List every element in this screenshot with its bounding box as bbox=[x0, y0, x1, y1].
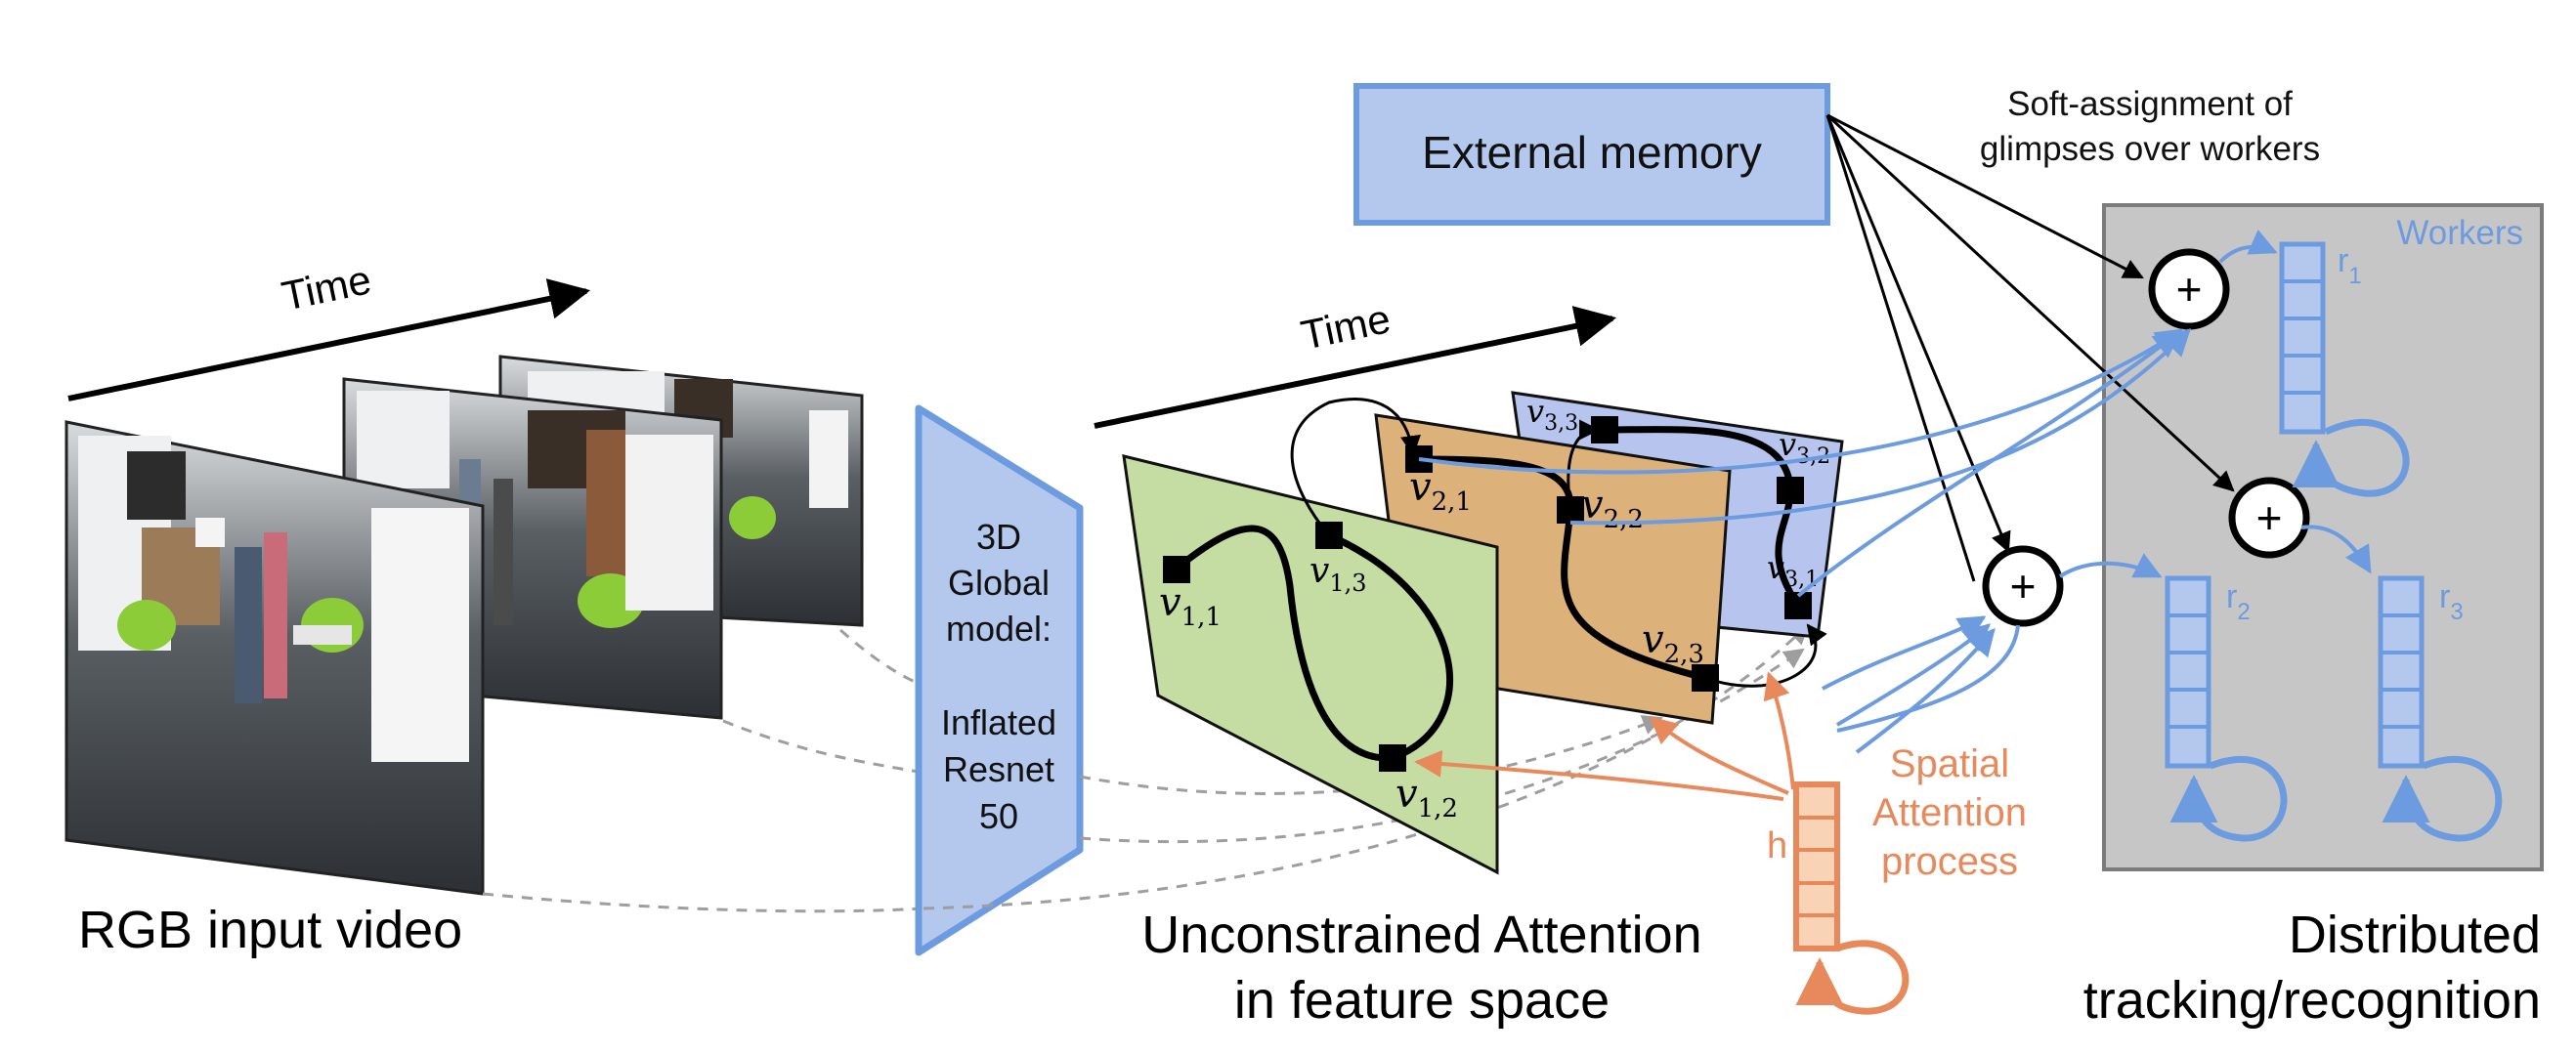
sum-to-worker-arrows bbox=[2058, 229, 2372, 578]
time-arrow-mid bbox=[1094, 306, 1617, 429]
global-model-text: 3D Global model: Inflated Resnet 50 bbox=[941, 517, 1056, 836]
hidden-state-vector bbox=[1793, 781, 1910, 1015]
spatial-label-line-2: Attention bbox=[1872, 791, 2027, 834]
glimpse-v12 bbox=[1379, 744, 1406, 772]
label-v31: v3,1 bbox=[1767, 549, 1819, 592]
time-label-left: Time bbox=[278, 256, 374, 319]
soft-assignment-line-1: Soft-assignment of bbox=[2007, 85, 2293, 123]
worker-r1-label: r1 bbox=[2338, 242, 2362, 289]
soft-assignment-line-2: glimpses over workers bbox=[1980, 130, 2320, 168]
global-model-line-3: model: bbox=[946, 609, 1052, 649]
glimpse-v33 bbox=[1591, 416, 1618, 443]
glimpse-v22 bbox=[1557, 496, 1584, 524]
global-model-line-7: 50 bbox=[979, 796, 1018, 836]
sum-node-1: + bbox=[2148, 248, 2230, 330]
glimpse-v23 bbox=[1692, 664, 1719, 692]
global-model-line-2: Global bbox=[948, 563, 1050, 603]
unconstrained-caption-1: Unconstrained Attention bbox=[1141, 906, 1701, 964]
spatial-label-line-3: process bbox=[1881, 840, 2018, 883]
distributed-caption-2: tracking/recognition bbox=[2083, 971, 2541, 1030]
workers-title: Workers bbox=[2396, 214, 2523, 252]
rgb-input-caption: RGB input video bbox=[78, 901, 462, 959]
worker-r2: r2 bbox=[2165, 575, 2288, 842]
global-model-line-6: Resnet bbox=[943, 749, 1054, 789]
sum-node-2: + bbox=[1982, 545, 2064, 627]
glimpse-v11 bbox=[1163, 556, 1190, 583]
external-memory-box bbox=[1353, 83, 1830, 226]
glimpse-links bbox=[1290, 398, 1827, 688]
spatial-label-line-1: Spatial bbox=[1890, 742, 2009, 785]
label-v23: v2,3 bbox=[1642, 617, 1704, 669]
glimpse-v31 bbox=[1784, 592, 1812, 619]
time-arrow-left bbox=[67, 278, 591, 401]
worker-r3: r3 bbox=[2378, 575, 2503, 842]
memory-distribution-arrows bbox=[1825, 113, 2235, 582]
glimpse-nodes bbox=[1163, 416, 1812, 772]
worker-r1: r1 bbox=[2279, 241, 2410, 497]
external-memory-label: External memory bbox=[1422, 127, 1762, 178]
glimpse-labels: v1,1 v1,3 v1,2 v2,1 v2,2 v2,3 v3,1 v3,2 … bbox=[1159, 393, 1830, 823]
spatial-attention-arrows bbox=[1414, 671, 1795, 801]
label-v33: v3,3 bbox=[1526, 393, 1578, 436]
video-frame-1 bbox=[64, 420, 485, 896]
sum-node-1-symbol: + bbox=[2176, 264, 2203, 315]
hidden-state-label: h bbox=[1767, 825, 1787, 866]
time-label-mid: Time bbox=[1297, 295, 1394, 359]
glimpse-to-worker-arrows bbox=[1418, 328, 2191, 754]
label-v12: v1,2 bbox=[1395, 772, 1458, 823]
glimpse-v13 bbox=[1315, 522, 1343, 549]
sum-node-2-symbol: + bbox=[2010, 561, 2037, 612]
label-v22: v2,2 bbox=[1581, 483, 1644, 534]
global-model-line-1: 3D bbox=[976, 517, 1021, 557]
unconstrained-caption-2: in feature space bbox=[1234, 971, 1610, 1030]
sum-node-3: + bbox=[2228, 477, 2310, 559]
sum-node-3-symbol: + bbox=[2256, 492, 2283, 543]
distributed-caption-1: Distributed bbox=[2289, 906, 2541, 964]
label-v21: v2,1 bbox=[1409, 465, 1472, 517]
global-model-block bbox=[915, 404, 1084, 956]
glimpse-v32 bbox=[1777, 477, 1804, 504]
label-v11: v1,1 bbox=[1159, 580, 1222, 632]
video-to-model-connectors bbox=[482, 628, 924, 913]
global-model-line-5: Inflated bbox=[941, 702, 1056, 742]
worker-r2-label: r2 bbox=[2226, 578, 2251, 625]
worker-r3-label: r3 bbox=[2439, 578, 2464, 625]
video-frames bbox=[64, 355, 864, 896]
label-v13: v1,3 bbox=[1309, 551, 1367, 597]
